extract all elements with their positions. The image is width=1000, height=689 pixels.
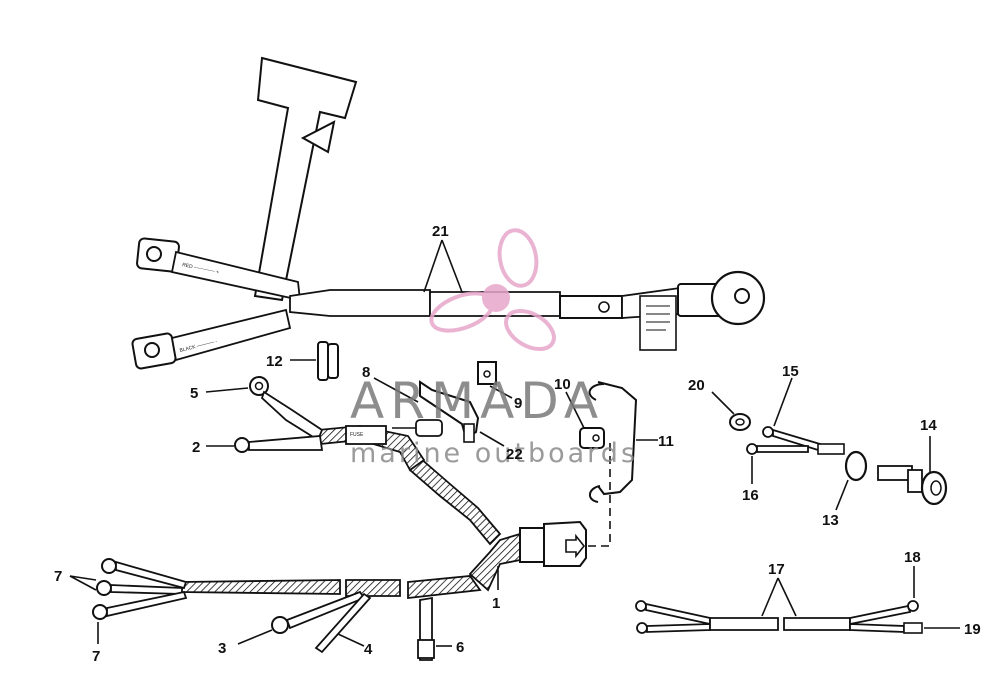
- callout-6: 6: [456, 639, 464, 656]
- watermark-tagline: marine outboards: [350, 438, 638, 469]
- callout-2: 2: [192, 439, 200, 456]
- jumper-lead: [635, 566, 960, 634]
- callout-9: 9: [514, 395, 522, 412]
- key-switch-kit: [711, 377, 948, 511]
- callout-18: 18: [904, 549, 921, 566]
- callout-8: 8: [362, 364, 370, 381]
- main-wiring-harness: FUSE: [69, 361, 611, 661]
- armada-watermark: ARMADA marine outboards: [350, 228, 638, 469]
- callout-12: 12: [266, 353, 283, 370]
- grommet: [290, 341, 339, 381]
- callout-11: 11: [658, 433, 674, 450]
- callout-19: 19: [964, 621, 981, 638]
- callout-13: 13: [822, 512, 839, 529]
- arrow-right-icon: [565, 533, 586, 559]
- callout-21: 21: [432, 223, 449, 240]
- fuse-label: FUSE: [350, 432, 364, 438]
- callout-20: 20: [688, 377, 705, 394]
- callout-16: 16: [742, 487, 759, 504]
- callout-22: 22: [506, 446, 523, 463]
- callout-3: 3: [218, 640, 226, 657]
- propeller-logo-icon: [429, 228, 556, 351]
- callout-10: 10: [554, 376, 571, 393]
- callout-14: 14: [920, 417, 937, 434]
- callout-15: 15: [782, 363, 799, 380]
- callout-labels: 1 2 3 4 5 6 7 7 8 9 10 11 12 13 14 15 16…: [54, 223, 981, 665]
- battery-cable-assembly: RED ────── + BLACK ───── -: [131, 56, 766, 370]
- callout-5: 5: [190, 385, 198, 402]
- watermark-brand: ARMADA: [350, 372, 604, 430]
- harness-bracket: [565, 381, 658, 503]
- callout-7-upper: 7: [54, 568, 62, 585]
- callout-4: 4: [364, 641, 373, 658]
- callout-7-lower: 7: [92, 648, 100, 665]
- callout-1: 1: [492, 595, 500, 612]
- warning-triangle-icon: [300, 120, 336, 154]
- callout-17: 17: [768, 561, 785, 578]
